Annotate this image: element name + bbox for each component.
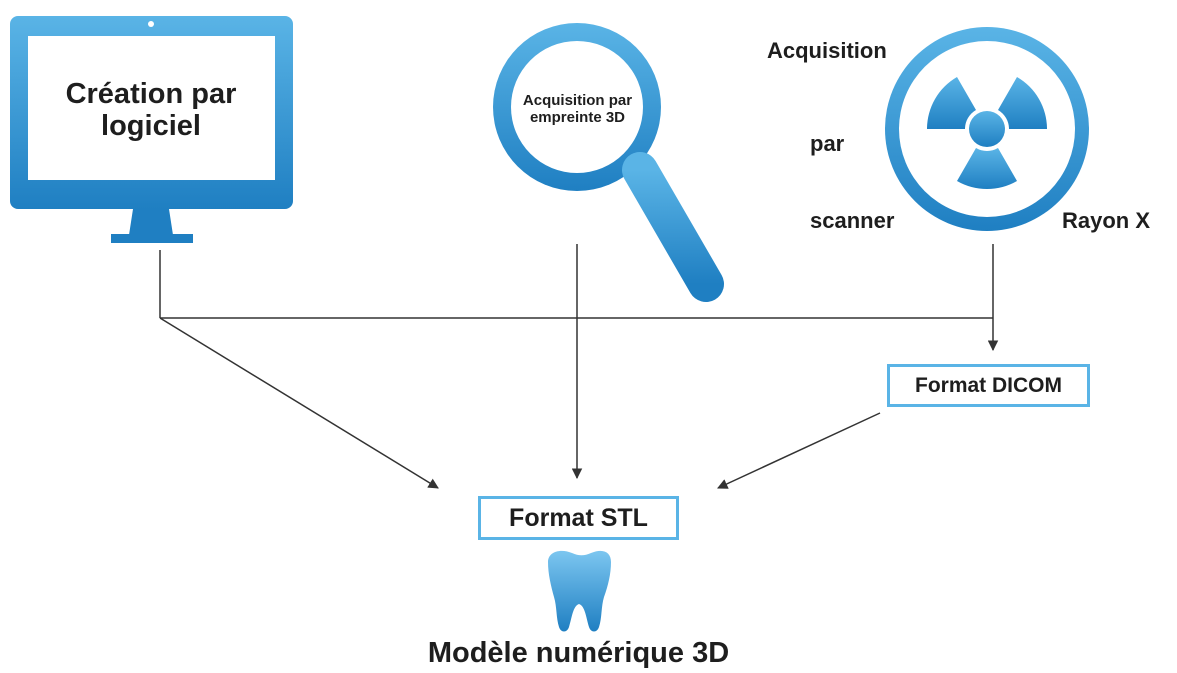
stl-format-label: Format STL bbox=[509, 503, 648, 532]
connectors bbox=[159, 244, 999, 489]
impression-label-line1: Acquisition par bbox=[522, 92, 633, 109]
stl-format-box: Format STL bbox=[478, 496, 679, 540]
software-label: Création par logiciel bbox=[65, 78, 237, 142]
radiation-icon bbox=[885, 27, 1089, 231]
impression-label: Acquisition par empreinte 3D bbox=[500, 92, 655, 126]
xray-word-par: par bbox=[810, 131, 845, 156]
impression-label-line2: empreinte 3D bbox=[529, 109, 626, 126]
xray-word-scanner: scanner bbox=[810, 208, 895, 233]
arrow-monitor-to-stl bbox=[159, 317, 439, 489]
dicom-format-label: Format DICOM bbox=[915, 373, 1062, 397]
xray-word-rayon: Rayon X bbox=[1062, 208, 1151, 233]
magnifier-icon bbox=[493, 23, 724, 302]
dicom-format-box: Format DICOM bbox=[887, 364, 1090, 407]
model-label: Modèle numérique 3D bbox=[427, 637, 730, 669]
monitor-icon bbox=[10, 16, 293, 243]
xray-word-acquisition: Acquisition bbox=[767, 38, 887, 63]
arrow-dicom-to-stl bbox=[717, 412, 881, 489]
tooth-icon bbox=[548, 550, 611, 632]
